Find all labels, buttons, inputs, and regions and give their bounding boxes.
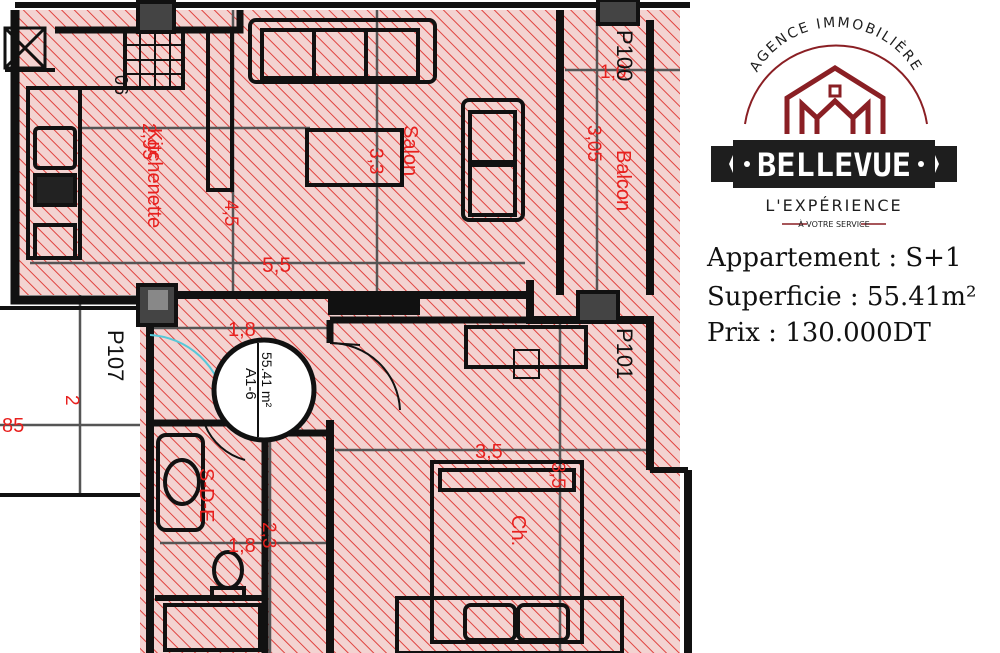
dim-sde-depth: 2,3 bbox=[258, 522, 279, 548]
dimension-lines bbox=[0, 10, 680, 653]
dim-corridor-left: 2 bbox=[61, 395, 82, 406]
room-label-balcon: Balcon bbox=[612, 150, 634, 211]
dim-kitchen-depth: 2,95 bbox=[138, 123, 159, 160]
room-label-sde: S-D-E bbox=[195, 468, 217, 522]
columns bbox=[136, 0, 640, 327]
column-label-06: 06 bbox=[111, 75, 131, 95]
column-label-p100: P100 bbox=[612, 30, 637, 81]
bedroom-furniture bbox=[395, 325, 624, 653]
dim-balcon-depth: 3,05 bbox=[583, 125, 604, 162]
room-label-chambre: Ch. bbox=[507, 515, 529, 546]
room-label-salon: Salon bbox=[399, 125, 421, 176]
surface-area: Superficie : 55.41m² bbox=[707, 282, 977, 312]
dim-kitchen-width: 4,5 bbox=[220, 200, 241, 226]
info-panel: AGENCE IMMOBILIÈRE BELLEVUE L'EXPÉRIENCE… bbox=[695, 0, 1000, 653]
hatched-area bbox=[0, 10, 680, 653]
apartment-type: Appartement : S+1 bbox=[707, 243, 962, 273]
logo-brand: BELLEVUE bbox=[757, 146, 911, 184]
price: Prix : 130.000DT bbox=[707, 318, 931, 348]
room-label-kitchenette: Kitchenette bbox=[143, 128, 165, 228]
doors bbox=[149, 334, 401, 461]
dim-ch-depth: 3,5 bbox=[547, 462, 568, 488]
unit-tag-area: 55.41 m² bbox=[259, 352, 275, 408]
dim-sde-width: 1,8 bbox=[228, 535, 256, 557]
dim-balcon-width: 1,0 bbox=[600, 62, 626, 83]
column-label-p107: P107 bbox=[103, 330, 128, 381]
dim-ch-width: 3,5 bbox=[475, 441, 503, 463]
unit-tag-code: A1-6 bbox=[242, 368, 259, 400]
kitchen-fixtures bbox=[26, 28, 234, 260]
room-labels: Kitchenette Salon Balcon S-D-E Ch. bbox=[143, 125, 634, 546]
house-icon bbox=[784, 65, 886, 134]
dim-hall-width: 1,8 bbox=[228, 319, 256, 341]
dim-salon-depth: 3,3 bbox=[365, 148, 386, 174]
dim-corridor-edge: 85 bbox=[2, 415, 24, 437]
salon-furniture bbox=[248, 18, 525, 315]
unit-tag: A1-6 55.41 m² bbox=[211, 337, 317, 443]
column-label-p101: P101 bbox=[612, 328, 637, 379]
dim-salon-width: 5,5 bbox=[262, 254, 291, 277]
logo-banner: BELLEVUE bbox=[711, 140, 957, 188]
bathroom-fixtures bbox=[156, 433, 262, 652]
dimension-labels: 5,5 1,0 1,8 85 3,5 1,8 4,5 3,3 2,95 3,05… bbox=[2, 62, 626, 557]
column-labels: P100 P101 P107 06 bbox=[103, 30, 637, 381]
logo-tagline: L'EXPÉRIENCE bbox=[765, 196, 902, 215]
bellevue-logo: AGENCE IMMOBILIÈRE BELLEVUE L'EXPÉRIENCE… bbox=[711, 15, 957, 229]
floor-plan: 5,5 1,0 1,8 85 3,5 1,8 4,5 3,3 2,95 3,05… bbox=[0, 0, 692, 653]
logo-sub-tagline: À VOTRE SERVICE bbox=[798, 218, 869, 229]
